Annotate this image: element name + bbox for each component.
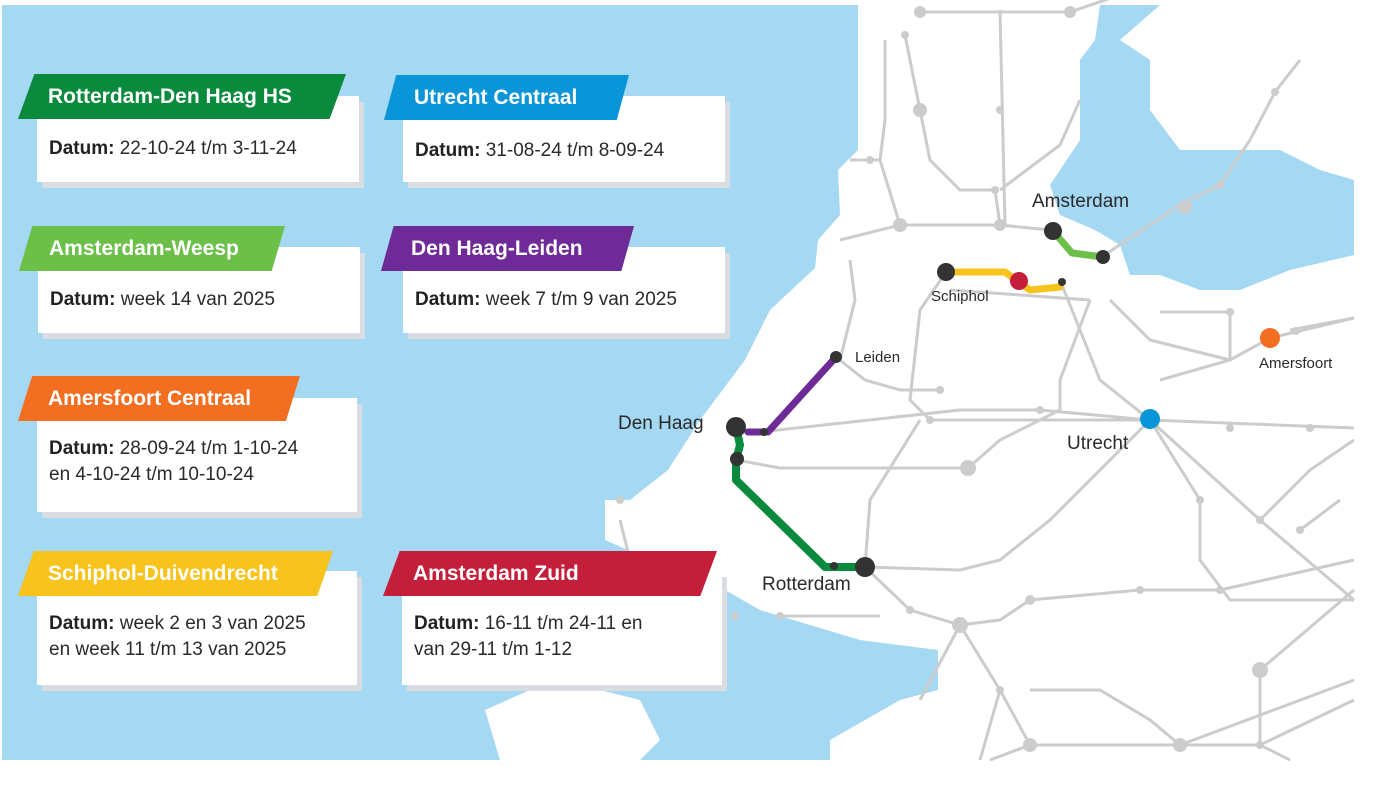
card-utrecht-centraal: Datum: 31-08-24 t/m 8-09-24 — [403, 96, 725, 182]
label-amersfoort: Amersfoort — [1259, 355, 1333, 372]
banner-rotterdam-den-haag: Rotterdam-Den Haag HS — [18, 74, 346, 119]
land-north — [1120, 5, 1354, 180]
label-schiphol: Schiphol — [931, 288, 989, 305]
rail-nodes — [616, 6, 1314, 752]
date-value: week 2 en 3 van 2025 en week 11 t/m 13 v… — [49, 613, 306, 660]
banner-amsterdam-zuid: Amsterdam Zuid — [383, 551, 717, 596]
label-rotterdam: Rotterdam — [762, 574, 851, 595]
date-label: Datum: — [49, 438, 115, 459]
station-den-haag — [726, 417, 746, 437]
station-schiphol — [937, 263, 955, 281]
station-weesp — [1096, 250, 1110, 264]
land — [605, 5, 1354, 760]
station-amsterdam-zuid — [1010, 272, 1028, 290]
station-leiden — [830, 351, 842, 363]
label-den-haag: Den Haag — [618, 413, 704, 434]
line-amsterdam-weesp — [1049, 227, 1107, 261]
station-den-haag-hs — [730, 452, 744, 466]
project-stations — [726, 222, 1280, 577]
date-label: Datum: — [415, 289, 481, 310]
station-amsterdam — [1044, 222, 1062, 240]
label-amsterdam: Amsterdam — [1032, 191, 1130, 212]
land-south — [485, 690, 660, 760]
date-label: Datum: — [414, 613, 480, 634]
station-utrecht — [1140, 409, 1160, 429]
station-duivendrecht — [1058, 278, 1066, 286]
station-den-haag-2 — [760, 428, 768, 436]
station-rotterdam — [855, 557, 875, 577]
station-amersfoort — [1260, 328, 1280, 348]
date-value: 22-10-24 t/m 3-11-24 — [114, 138, 297, 159]
banner-utrecht-centraal: Utrecht Centraal — [384, 75, 629, 120]
banner-amsterdam-weesp: Amsterdam-Weesp — [19, 226, 285, 271]
banner-amersfoort-centraal: Amersfoort Centraal — [18, 376, 300, 421]
date-value: 16-11 t/m 24-11 en van 29-11 t/m 1-12 — [414, 613, 643, 660]
banner-schiphol-duivendrecht: Schiphol-Duivendrecht — [18, 551, 333, 596]
date-value: 28-09-24 t/m 1-10-24 en 4-10-24 t/m 10-1… — [49, 438, 299, 485]
date-label: Datum: — [415, 140, 481, 161]
line-rotterdam-den-haag — [732, 423, 869, 571]
date-label: Datum: — [50, 289, 116, 310]
date-label: Datum: — [49, 613, 115, 634]
banner-den-haag-leiden: Den Haag-Leiden — [381, 226, 634, 271]
date-value: week 7 t/m 9 van 2025 — [480, 289, 677, 310]
label-leiden: Leiden — [855, 349, 901, 366]
date-value: week 14 van 2025 — [115, 289, 275, 310]
label-utrecht: Utrecht — [1067, 433, 1129, 454]
date-label: Datum: — [49, 138, 115, 159]
date-value: 31-08-24 t/m 8-09-24 — [480, 140, 665, 161]
station-rotterdam-2 — [830, 562, 838, 570]
